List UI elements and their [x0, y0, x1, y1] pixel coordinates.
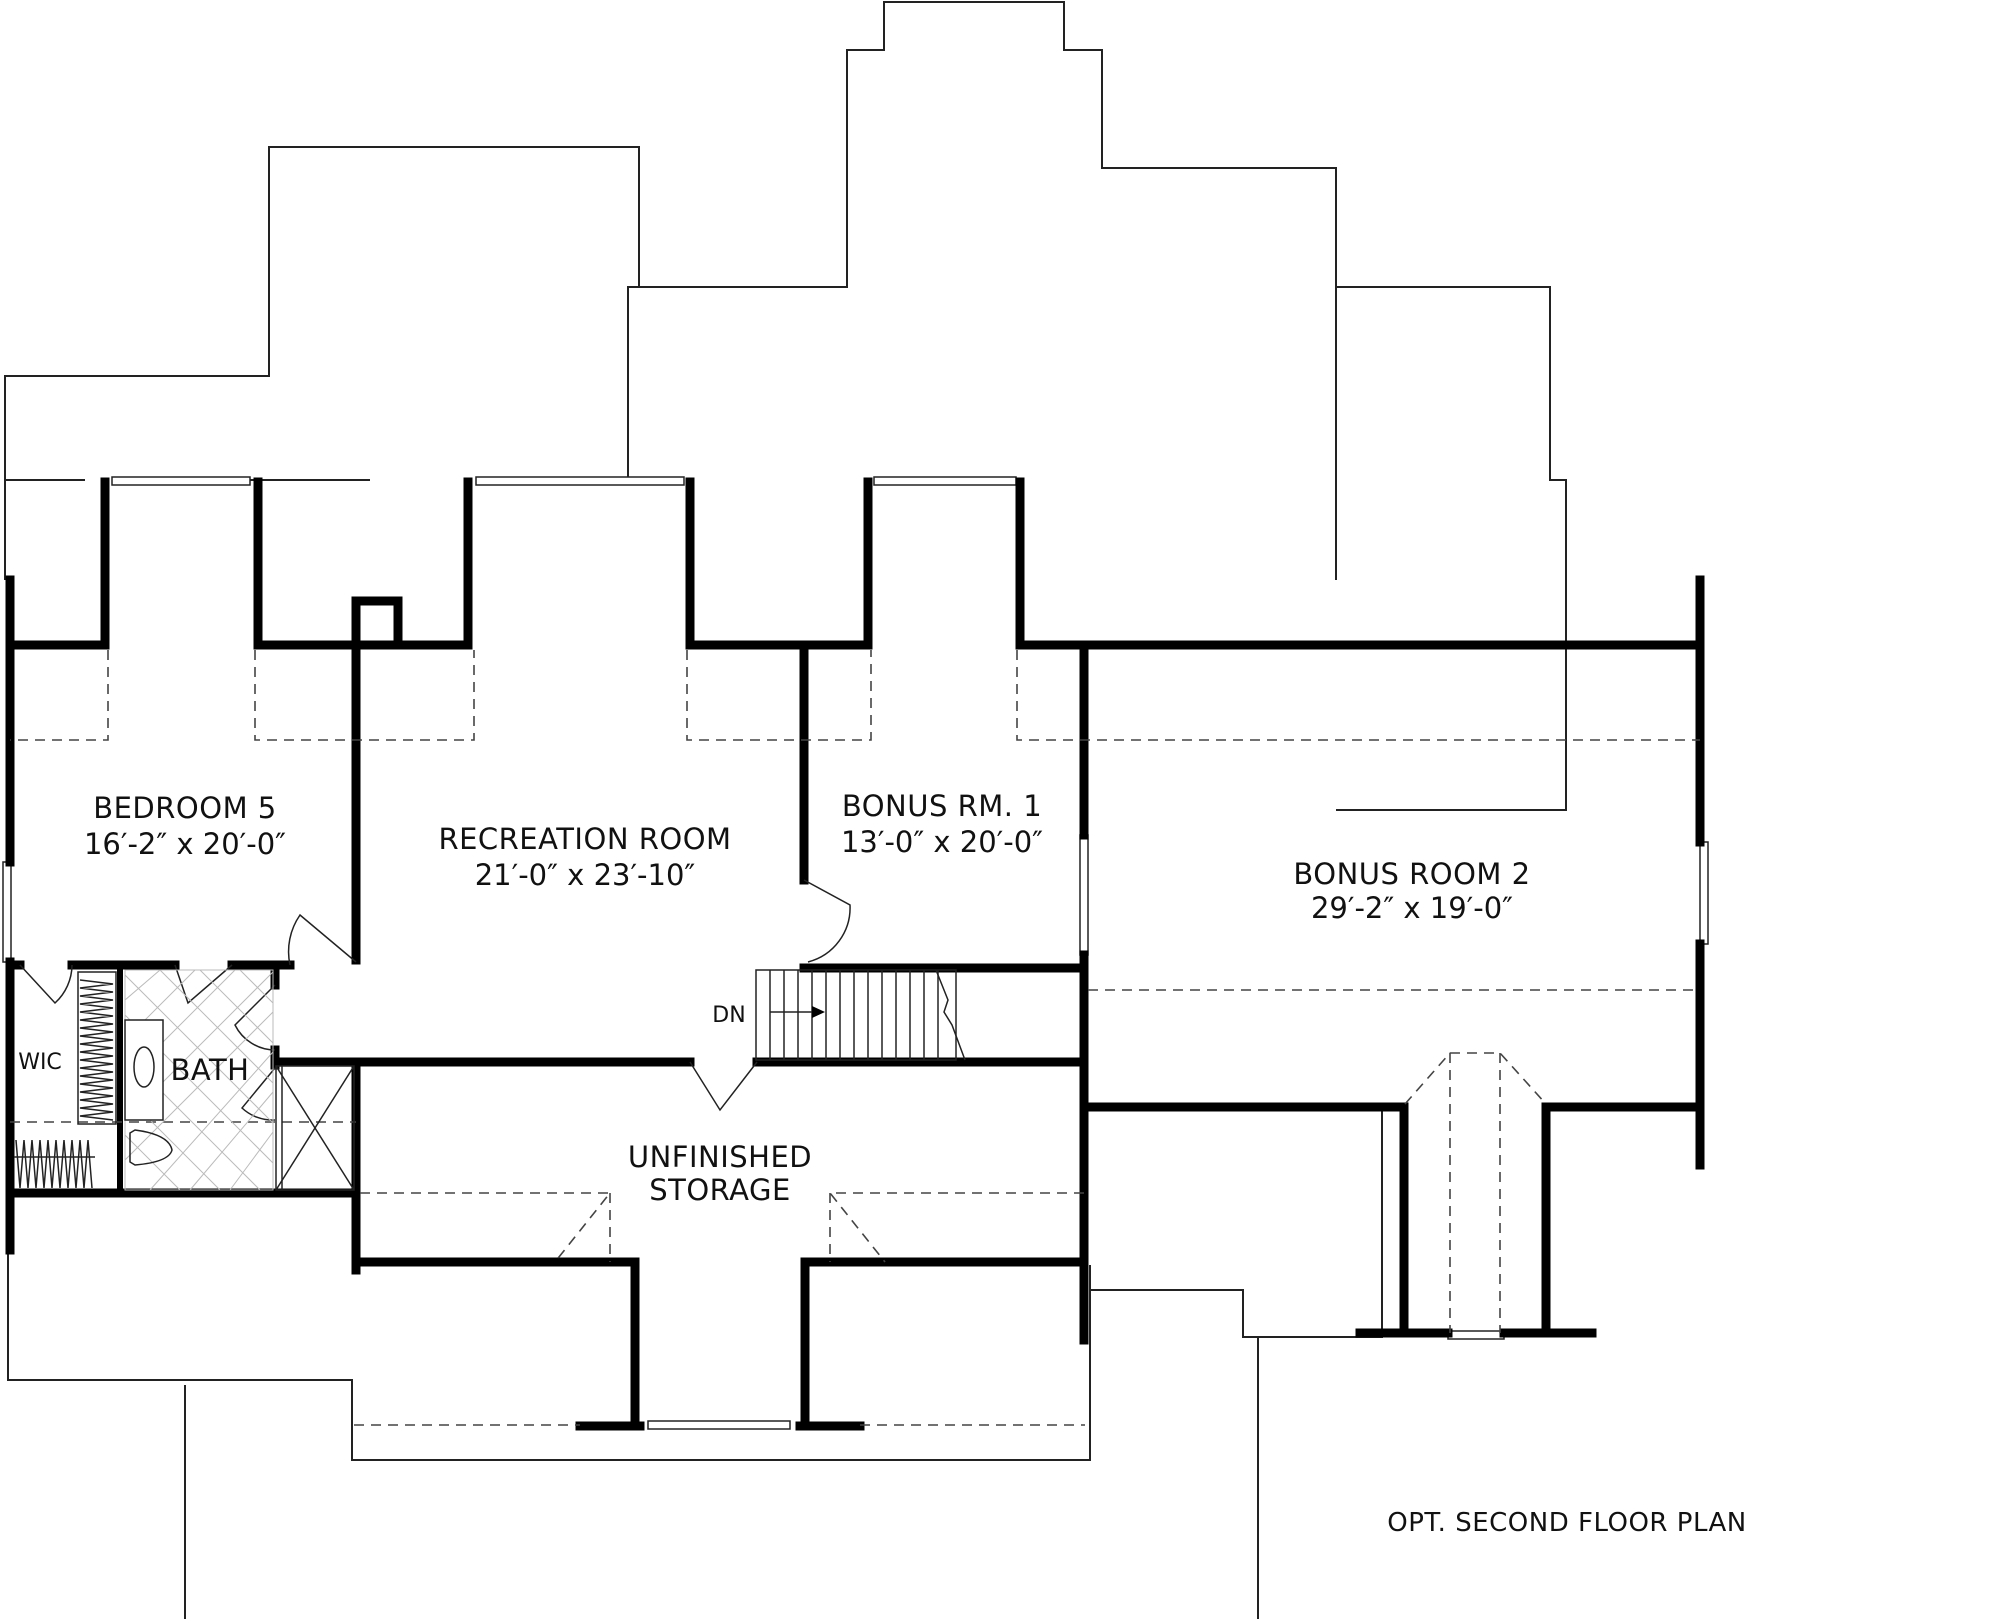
label-bonus-room-2: BONUS ROOM 2 29′-2″ x 19′-0″ [1293, 857, 1530, 925]
label-bath: BATH [170, 1053, 249, 1087]
closet-shelving [14, 971, 117, 1189]
shower [275, 1065, 355, 1191]
tile-pattern [124, 969, 274, 1191]
label-stair-down: DN [712, 1003, 745, 1028]
plan-title: OPT. SECOND FLOOR PLAN [1387, 1508, 1747, 1538]
room-dimensions: 16′-2″ x 20′-0″ [84, 827, 286, 861]
room-name: BONUS ROOM 2 [1293, 857, 1530, 891]
room-labels: BEDROOM 5 16′-2″ x 20′-0″ RECREATION ROO… [18, 789, 1747, 1538]
room-dimensions: 21′-0″ x 23′-10″ [475, 858, 696, 892]
room-name: BEDROOM 5 [93, 791, 277, 825]
label-bonus-room-1: BONUS RM. 1 13′-0″ x 20′-0″ [841, 789, 1043, 859]
room-dimensions: 29′-2″ x 19′-0″ [1311, 891, 1513, 925]
room-name: BONUS RM. 1 [842, 789, 1042, 823]
label-bedroom-5: BEDROOM 5 16′-2″ x 20′-0″ [84, 791, 286, 861]
dashed-lines [10, 650, 1700, 1426]
sink-icon [133, 1046, 155, 1088]
bath-fixtures [124, 969, 355, 1191]
label-unfinished-storage: UNFINISHED STORAGE [628, 1140, 812, 1207]
label-wic: WIC [18, 1050, 62, 1075]
walls [5, 477, 1705, 1431]
room-name-line2: STORAGE [649, 1173, 791, 1207]
staircase [755, 969, 966, 1061]
label-recreation-room: RECREATION ROOM 21′-0″ x 23′-10″ [438, 822, 731, 892]
room-name: RECREATION ROOM [438, 822, 731, 856]
toilet-icon [129, 1129, 173, 1166]
room-name: UNFINISHED [628, 1140, 812, 1174]
arrow-right-icon [770, 1006, 825, 1018]
dormer-windows [2, 476, 1709, 1430]
doors [19, 879, 851, 1121]
stair-treads [769, 970, 939, 1060]
room-dimensions: 13′-0″ x 20′-0″ [841, 825, 1043, 859]
